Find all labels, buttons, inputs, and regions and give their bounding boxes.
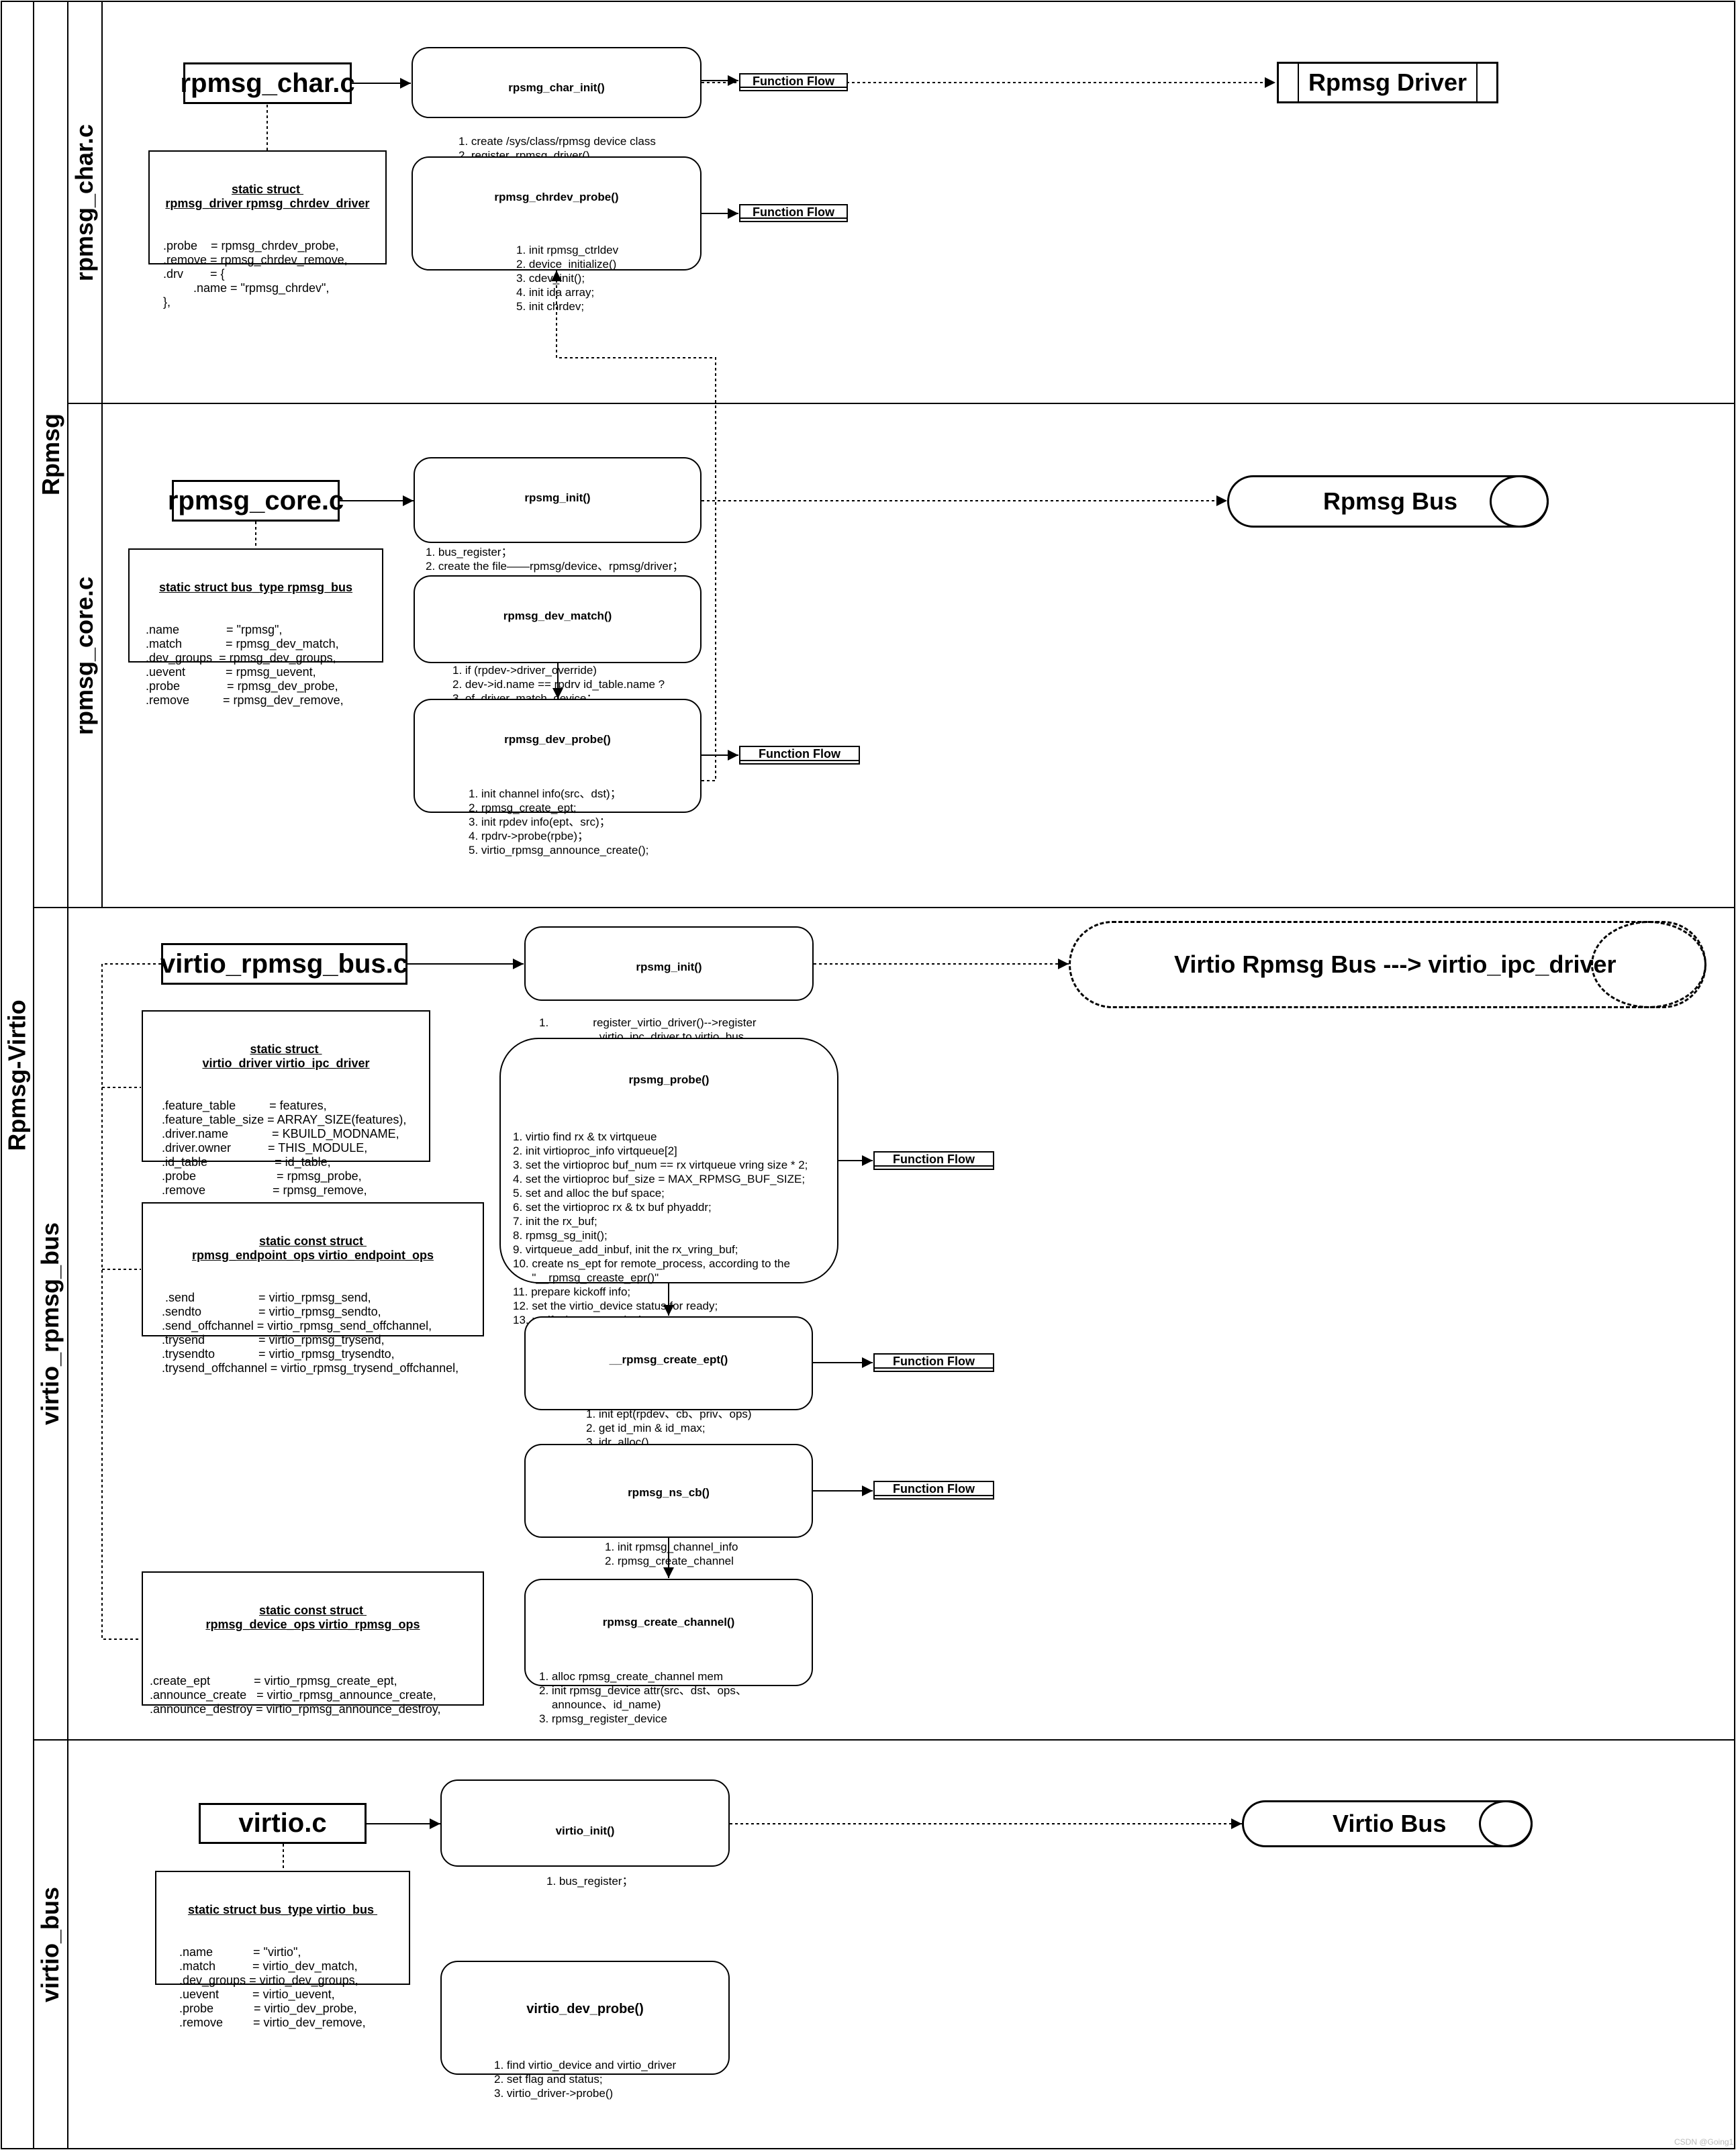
func-rpmsg-chrdev-probe: rpmsg_chrdev_probe() 1. init rpmsg_ctrld… — [412, 156, 702, 313]
func-body: 1. init channel info(src、dst)； 2. rpmsg_… — [469, 787, 649, 857]
note-title: static struct bus_type virtio_bus — [187, 1903, 378, 1916]
note-title: static struct rpmsg_driver rpmsg_chrdev_… — [165, 183, 370, 210]
note-rpmsg-chrdev-driver: static struct rpmsg_driver rpmsg_chrdev_… — [148, 150, 387, 309]
note-body: .name = "virtio", .match = virtio_dev_ma… — [179, 1945, 366, 2029]
func-title: rpmsg_dev_probe() — [504, 733, 611, 746]
file-rpmsg-core: rpmsg_core.c — [168, 480, 344, 522]
lane-title-rpmsg-char: rpmsg_char.c — [70, 124, 99, 281]
func-title: virtio_dev_probe() — [526, 2002, 644, 2016]
func-title: virtio_init() — [555, 1824, 615, 1837]
note-virtio-bus: static struct bus_type virtio_bus .name … — [155, 1871, 410, 2029]
pool-title: Rpmsg-Virtio — [3, 999, 32, 1151]
func-rpsmg-probe: rpsmg_probe() 1. virtio find rx & tx vir… — [499, 1038, 838, 1326]
note-rpmsg-bus: static struct bus_type rpmsg_bus .name =… — [128, 548, 383, 707]
file-rpmsg-char: rpmsg_char.c — [180, 62, 355, 104]
func-body: 1. virtio find rx & tx virtqueue 2. init… — [513, 1130, 808, 1326]
watermark: CSDN @Going1 — [1674, 2137, 1734, 2147]
note-title: static struct virtio_driver virtio_ipc_d… — [202, 1042, 370, 1070]
function-flow-ns-cb: Function Flow — [873, 1481, 994, 1500]
func-rpmsg-create-ept: __rpmsg_create_ept() 1. init ept(rpdev、c… — [524, 1316, 813, 1449]
file-virtio-rpmsg-bus: virtio_rpmsg_bus.c — [160, 943, 408, 985]
func-body: 1. init rpmsg_ctrldev 2. device_initiali… — [516, 244, 619, 313]
group-title-rpmsg: Rpmsg — [36, 413, 64, 496]
function-flow-char-init: Function Flow — [739, 73, 848, 91]
func-rpsmg-init-vrb: rpsmg_init() 1. register_virtio_driver()… — [524, 926, 814, 1043]
target-virtio-bus: Virtio Bus — [1242, 1800, 1533, 1847]
bus-label: Virtio Rpmsg Bus ---> virtio_ipc_driver — [1174, 950, 1617, 978]
note-virtio-rpmsg-ops: static const struct rpmsg_device_ops vir… — [142, 1571, 484, 1716]
func-rpmsg-dev-match: rpmsg_dev_match() 1. if (rpdev->driver_o… — [414, 575, 702, 705]
func-rpsmg-char-init: rpsmg_char_init() 1. create /sys/class/r… — [412, 47, 702, 162]
lane-title-virtio-rpmsg-bus: virtio_rpmsg_bus — [36, 1222, 64, 1426]
note-virtio-ipc-driver: static struct virtio_driver virtio_ipc_d… — [142, 1010, 430, 1197]
target-rpmsg-bus: Rpmsg Bus — [1227, 475, 1549, 528]
note-title: static struct bus_type rpmsg_bus — [158, 581, 353, 594]
bus-cylinder-cap — [1591, 921, 1706, 1008]
func-title: rpmsg_dev_match() — [503, 609, 612, 622]
note-virtio-endpoint-ops: static const struct rpmsg_endpoint_ops v… — [142, 1202, 484, 1375]
func-title: rpmsg_chrdev_probe() — [494, 191, 619, 203]
func-rpmsg-create-channel: rpmsg_create_channel() 1. alloc rpmsg_cr… — [524, 1579, 813, 1725]
func-title: rpsmg_char_init() — [508, 81, 605, 94]
connector-vrb-bracket — [101, 963, 161, 1640]
lane-title-rpmsg-core: rpmsg_core.c — [70, 576, 99, 735]
function-flow-dev-probe: Function Flow — [739, 746, 860, 765]
func-rpmsg-ns-cb: rpmsg_ns_cb() 1. init rpmsg_channel_info… — [524, 1444, 813, 1567]
func-virtio-init: virtio_init() 1. bus_register； — [440, 1779, 730, 1888]
note-title: static const struct rpmsg_device_ops vir… — [205, 1604, 420, 1631]
note-body: .create_ept = virtio_rpmsg_create_ept, .… — [150, 1674, 441, 1716]
bus-label: Rpmsg Bus — [1323, 487, 1458, 515]
func-body: 1. find virtio_device and virtio_driver … — [494, 2059, 677, 2100]
lane-title-virtio-bus: virtio_bus — [36, 1886, 64, 2002]
func-title: rpsmg_init() — [524, 491, 591, 504]
func-body: 1. bus_register； — [546, 1875, 634, 1888]
bus-cylinder-cap — [1479, 1800, 1533, 1847]
func-body: 1. alloc rpmsg_create_channel mem 2. ini… — [539, 1670, 747, 1725]
func-title: rpmsg_ns_cb() — [628, 1486, 710, 1499]
func-title: rpsmg_init() — [636, 961, 702, 973]
func-virtio-dev-probe: virtio_dev_probe() 1. find virtio_device… — [440, 1961, 730, 2100]
target-rpmsg-driver: Rpmsg Driver — [1277, 62, 1498, 103]
func-body: 1. init rpmsg_channel_info 2. rpmsg_crea… — [605, 1541, 738, 1567]
note-title: static const struct rpmsg_endpoint_ops v… — [191, 1234, 434, 1262]
function-flow-rpmsg-probe: Function Flow — [873, 1151, 994, 1170]
arrow-devprobe-to-chrdev — [551, 271, 716, 781]
function-flow-create-ept: Function Flow — [873, 1353, 994, 1372]
func-rpsmg-core-init: rpsmg_init() 1. bus_register； 2. create … — [414, 457, 702, 587]
func-title: rpmsg_create_channel() — [602, 1616, 735, 1628]
func-body: 1. init ept(rpdev、cb、priv、ops) 2. get id… — [586, 1408, 752, 1449]
bus-label: Virtio Bus — [1333, 1810, 1447, 1837]
note-body: .feature_table = features, .feature_tabl… — [162, 1099, 407, 1197]
note-body: .name = "rpmsg", .match = rpmsg_dev_matc… — [146, 623, 344, 707]
file-virtio: virtio.c — [199, 1803, 367, 1844]
note-body: .send = virtio_rpmsg_send, .sendto = vir… — [162, 1291, 459, 1375]
note-body: .probe = rpmsg_chrdev_probe, .remove = r… — [163, 239, 348, 309]
bus-cylinder-cap — [1490, 475, 1549, 528]
function-flow-chrdev-probe: Function Flow — [739, 204, 848, 222]
func-rpmsg-dev-probe: rpmsg_dev_probe() 1. init channel info(s… — [414, 699, 702, 857]
func-title: rpsmg_probe() — [628, 1073, 710, 1086]
func-title: __rpmsg_create_ept() — [609, 1353, 728, 1366]
target-virtio-rpmsg-bus: Virtio Rpmsg Bus ---> virtio_ipc_driver — [1069, 921, 1706, 1008]
